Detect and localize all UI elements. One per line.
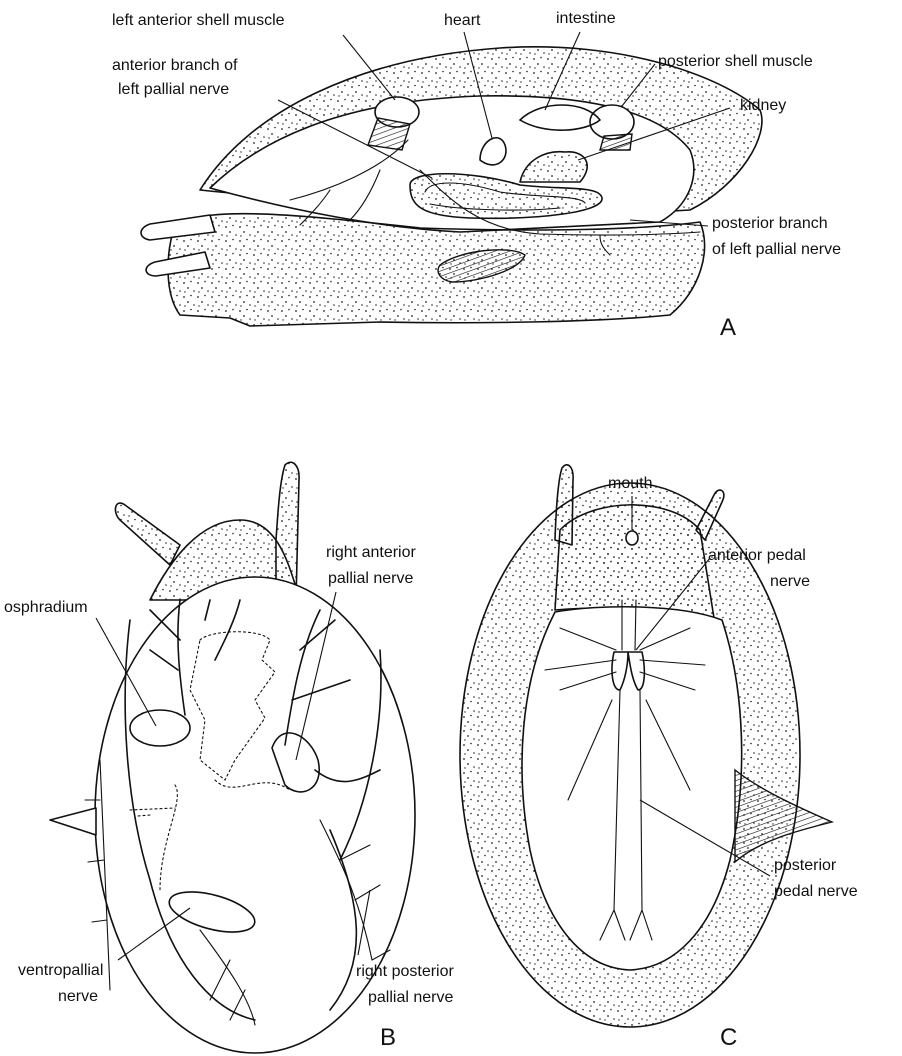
panel-c: mouth anterior pedal nerve posterior ped… bbox=[460, 465, 858, 1051]
label-ventropallial-line2: nerve bbox=[58, 988, 98, 1005]
label-mouth: mouth bbox=[608, 475, 652, 492]
label-ventropallial-line1: ventropallial bbox=[18, 962, 103, 979]
label-kidney: kidney bbox=[740, 97, 786, 114]
panel-b: osphradium right anterior pallial nerve … bbox=[4, 462, 454, 1053]
label-posterior-pedal-line1: posterior bbox=[774, 857, 837, 874]
foot-sole-c bbox=[522, 607, 742, 970]
panel-letter-b: B bbox=[380, 1024, 396, 1051]
label-anterior-branch-line2: left pallial nerve bbox=[118, 81, 229, 98]
panel-letter-a: A bbox=[720, 314, 736, 341]
label-heart: heart bbox=[444, 12, 481, 29]
tentacle-left-b bbox=[115, 503, 180, 565]
label-osphradium: osphradium bbox=[4, 599, 88, 616]
mantle-outer-b bbox=[95, 577, 415, 1053]
panel-a: left anterior shell muscle heart intesti… bbox=[112, 10, 841, 341]
osphradium-body bbox=[130, 710, 190, 746]
label-anterior-pedal-line1: anterior pedal bbox=[708, 547, 806, 564]
snout-c bbox=[555, 505, 714, 618]
label-posterior-branch-line1: posterior branch bbox=[712, 215, 828, 232]
label-right-posterior-line1: right posterior bbox=[356, 963, 454, 980]
label-right-anterior-line2: pallial nerve bbox=[328, 570, 413, 587]
mouth bbox=[626, 531, 638, 545]
label-anterior-branch-line1: anterior branch of bbox=[112, 57, 238, 74]
label-left-anterior-shell-muscle: left anterior shell muscle bbox=[112, 12, 285, 29]
label-right-anterior-line1: right anterior bbox=[326, 544, 416, 561]
label-intestine: intestine bbox=[556, 10, 616, 27]
label-posterior-branch-line2: of left pallial nerve bbox=[712, 241, 841, 258]
label-posterior-shell-muscle: posterior shell muscle bbox=[658, 53, 813, 70]
label-anterior-pedal-line2: nerve bbox=[770, 573, 810, 590]
label-right-posterior-line2: pallial nerve bbox=[368, 989, 453, 1006]
panel-letter-c: C bbox=[720, 1024, 737, 1051]
label-posterior-pedal-line2: pedal nerve bbox=[774, 883, 858, 900]
foot bbox=[168, 214, 705, 326]
